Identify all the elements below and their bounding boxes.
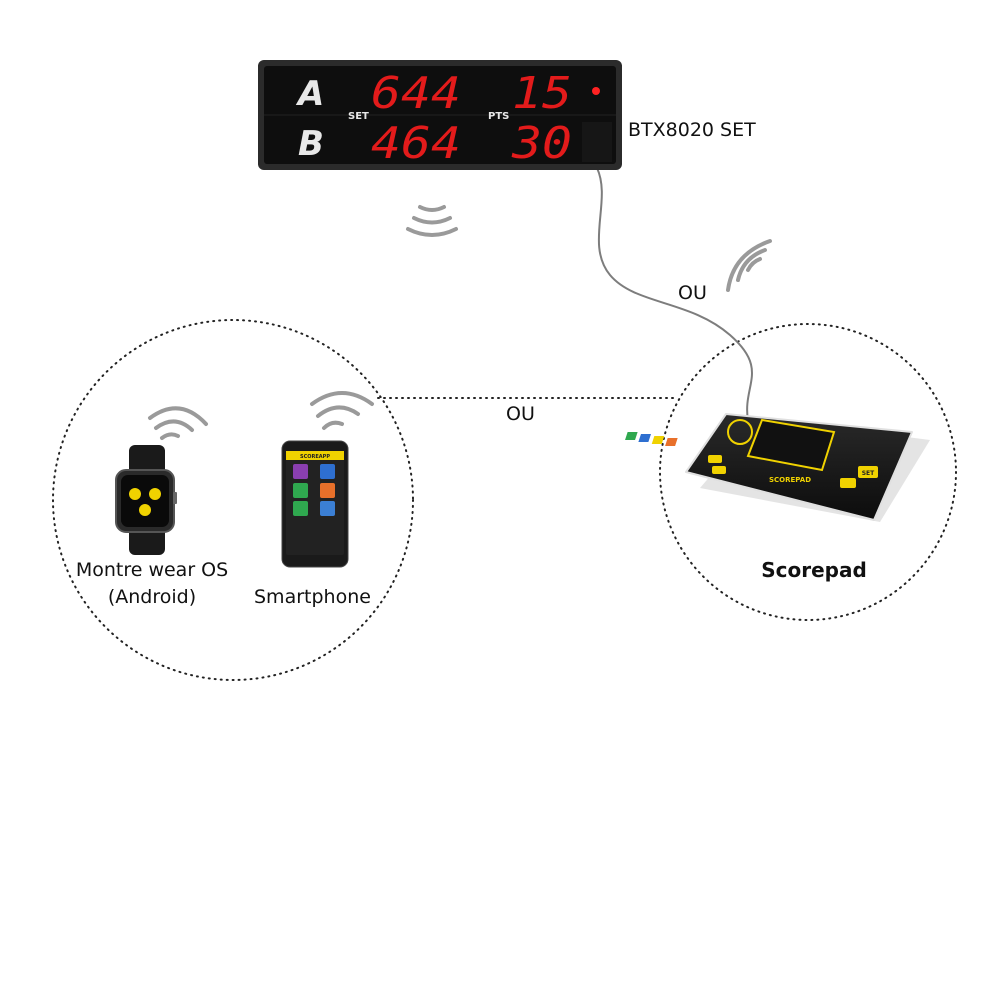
set-label: SET xyxy=(348,111,369,122)
scorepad-brand: SCOREPAD xyxy=(769,476,811,484)
cable xyxy=(596,167,753,421)
wireless-signal-icon xyxy=(148,406,208,440)
wireless-signal-icon xyxy=(310,391,374,430)
scoreboard-model-label: BTX8020 SET xyxy=(628,119,756,141)
mobile-devices-group-circle xyxy=(52,319,414,681)
watch-screen xyxy=(121,475,169,527)
watch-label-line2: (Android) xyxy=(108,586,196,608)
wireless-signal-icon xyxy=(406,205,458,237)
scorepad-key xyxy=(708,455,722,463)
team-b-points: 30 xyxy=(511,118,572,169)
scorepad: SET SCOREPAD xyxy=(625,413,930,522)
watch-app-button xyxy=(149,488,161,500)
ou-label-top: OU xyxy=(678,282,707,304)
ou-label-middle: OU xyxy=(506,403,535,425)
watch-app-button xyxy=(129,488,141,500)
pts-label: PTS xyxy=(488,111,509,122)
phone-app-tile xyxy=(293,464,308,479)
serve-indicator-led xyxy=(592,87,600,95)
scorepad-group-circle xyxy=(659,323,957,621)
phone-app-tile xyxy=(293,483,308,498)
phone-app-tile xyxy=(320,483,335,498)
scoreboard: A B SET PTS 644 15 464 30 xyxy=(258,60,622,170)
scorepad-body xyxy=(685,413,913,521)
smartphone: SCOREAPP xyxy=(281,440,349,568)
smartphone-label: Smartphone xyxy=(254,586,371,608)
scorepad-screen-tile xyxy=(651,436,665,444)
watch-label-line1: Montre wear OS xyxy=(76,559,228,581)
team-b-letter: B xyxy=(298,124,324,164)
phone-app-tile xyxy=(320,464,335,479)
scorepad-key xyxy=(712,466,726,474)
watch-crown xyxy=(173,492,177,504)
team-a-points: 15 xyxy=(512,68,572,119)
scoreboard-side-block xyxy=(582,122,612,162)
scorepad-dial xyxy=(727,419,753,445)
scorepad-key xyxy=(840,478,856,488)
phone-app-tile xyxy=(293,501,308,516)
scorepad-label: Scorepad xyxy=(761,558,867,582)
phone-app-title: SCOREAPP xyxy=(300,454,330,460)
scorepad-set-key xyxy=(858,466,878,478)
team-a-sets: 644 xyxy=(371,68,461,119)
team-b-sets: 464 xyxy=(371,118,461,169)
team-a-letter: A xyxy=(295,74,324,114)
phone-app-header xyxy=(286,451,344,460)
scorepad-screen-tile xyxy=(625,432,638,440)
scorepad-screen xyxy=(746,418,836,472)
wireless-signal-icon xyxy=(726,239,772,292)
smartwatch xyxy=(115,445,177,555)
watch-app-button xyxy=(139,504,151,516)
scorepad-screen-tile xyxy=(665,438,678,446)
scorepad-screen-tile xyxy=(638,434,651,442)
scorepad-set-key-label: SET xyxy=(862,470,875,477)
phone-app-tile xyxy=(320,501,335,516)
